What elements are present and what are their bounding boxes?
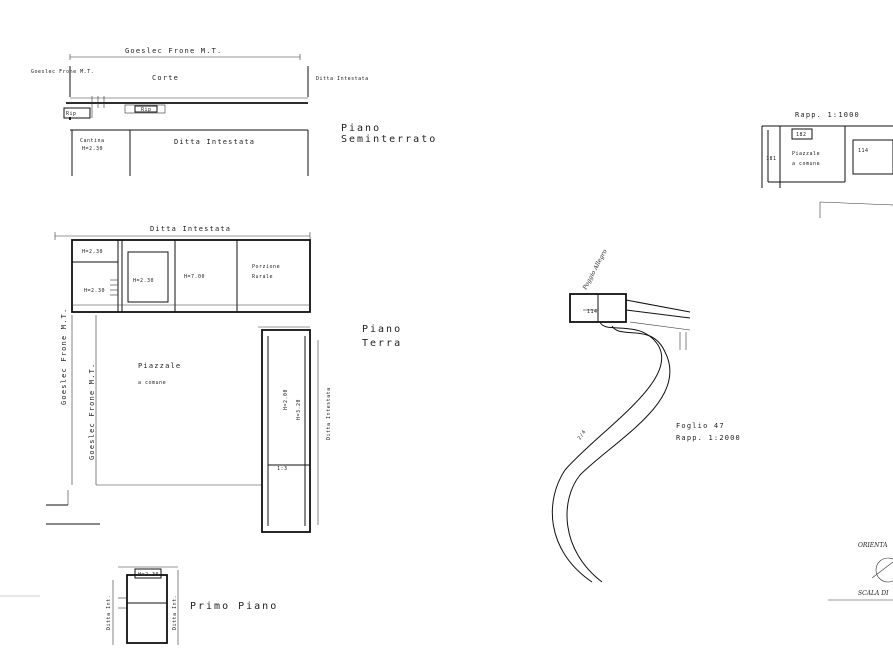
- ground-room4-height: H=7.00: [184, 274, 205, 280]
- porzione-line1: Porzione: [252, 264, 280, 270]
- ground-north-label: Ditta Intestata: [150, 225, 231, 233]
- first-title: Primo Piano: [190, 601, 278, 612]
- inset-piazzale-line2: a comune: [792, 161, 820, 167]
- first-height-label: H=2.30: [138, 572, 159, 578]
- ground-east-label: Ditta Intestata: [326, 387, 332, 440]
- inset-piazzale-line1: Piazzale: [792, 151, 820, 157]
- scale-bar-label: SCALA DI: [858, 590, 889, 597]
- north-arrow-icon: [871, 557, 893, 583]
- ground-room2-height: H=2.30: [84, 288, 105, 294]
- inset-room-code-2: 181: [766, 156, 777, 162]
- cantina-height: H=2.30: [82, 146, 103, 152]
- inset-plan: Rapp. 1:1000 182 181 114 Piazzale a comu…: [761, 111, 893, 218]
- court-label: Corte: [152, 74, 179, 82]
- map-scale: Rapp. 1:2000: [676, 434, 741, 442]
- ground-right-height-2: H=3.20: [296, 399, 302, 420]
- porzione-line2: Rurale: [252, 274, 273, 280]
- road-code: 2/4: [577, 429, 588, 441]
- foglio-label: Foglio 47: [676, 422, 725, 430]
- first-left-label: Ditta Int.: [106, 595, 112, 630]
- road-name: Poggio Allegro: [581, 248, 609, 292]
- basement-plan: Goeslec Frone M.T. Corte Goeslec Frone M…: [31, 47, 437, 176]
- piazzale-line2: a comune: [138, 380, 166, 386]
- cadastral-map: Poggio Allegro 114 2/4 Foglio 47 Rapp. 1…: [0, 248, 893, 601]
- basement-title-line1: Piano: [341, 123, 381, 134]
- orientation-label: ORIENTA: [858, 542, 888, 549]
- basement-title-line2: Seminterrato: [341, 134, 437, 145]
- inset-room-code-3: 114: [858, 148, 869, 154]
- basement-east-label: Ditta Intestata: [316, 76, 369, 82]
- ground-west-label-outer: Goeslec Frone M.T.: [60, 308, 68, 405]
- basement-north-label: Goeslec Frone M.T.: [125, 47, 222, 55]
- ground-room1-height: H=2.30: [82, 249, 103, 255]
- building-code: 114: [587, 309, 598, 315]
- ground-title-line1: Piano: [362, 324, 402, 335]
- ground-room3-height: H=2.30: [133, 278, 154, 284]
- basement-west-label: Goeslec Frone M.T.: [31, 69, 94, 75]
- first-floor-plan: H=2.30 Ditta Int. Ditta Int. Primo Piano: [106, 566, 278, 645]
- ground-west-label-inner: Goeslec Frone M.T.: [88, 363, 96, 460]
- piazzale-line1: Piazzale: [138, 362, 181, 370]
- inset-scale: Rapp. 1:1000: [795, 111, 860, 119]
- cantina-label: Cantina: [80, 138, 105, 144]
- ground-right-mark: 1:3: [277, 466, 288, 472]
- ground-title-line2: Terra: [362, 338, 402, 349]
- ground-floor-plan: Ditta Intestata H=2.30 H=2.30 H=2.30 H=7…: [46, 225, 402, 533]
- basement-rip-label-2: Rip: [141, 107, 152, 113]
- ground-right-height-1: H=2.00: [283, 389, 289, 410]
- basement-rip-label-1: Rip: [66, 111, 77, 117]
- inset-room-code-1: 182: [796, 132, 807, 138]
- first-right-label: Ditta Int.: [172, 595, 178, 630]
- basement-owner-label: Ditta Intestata: [174, 138, 255, 146]
